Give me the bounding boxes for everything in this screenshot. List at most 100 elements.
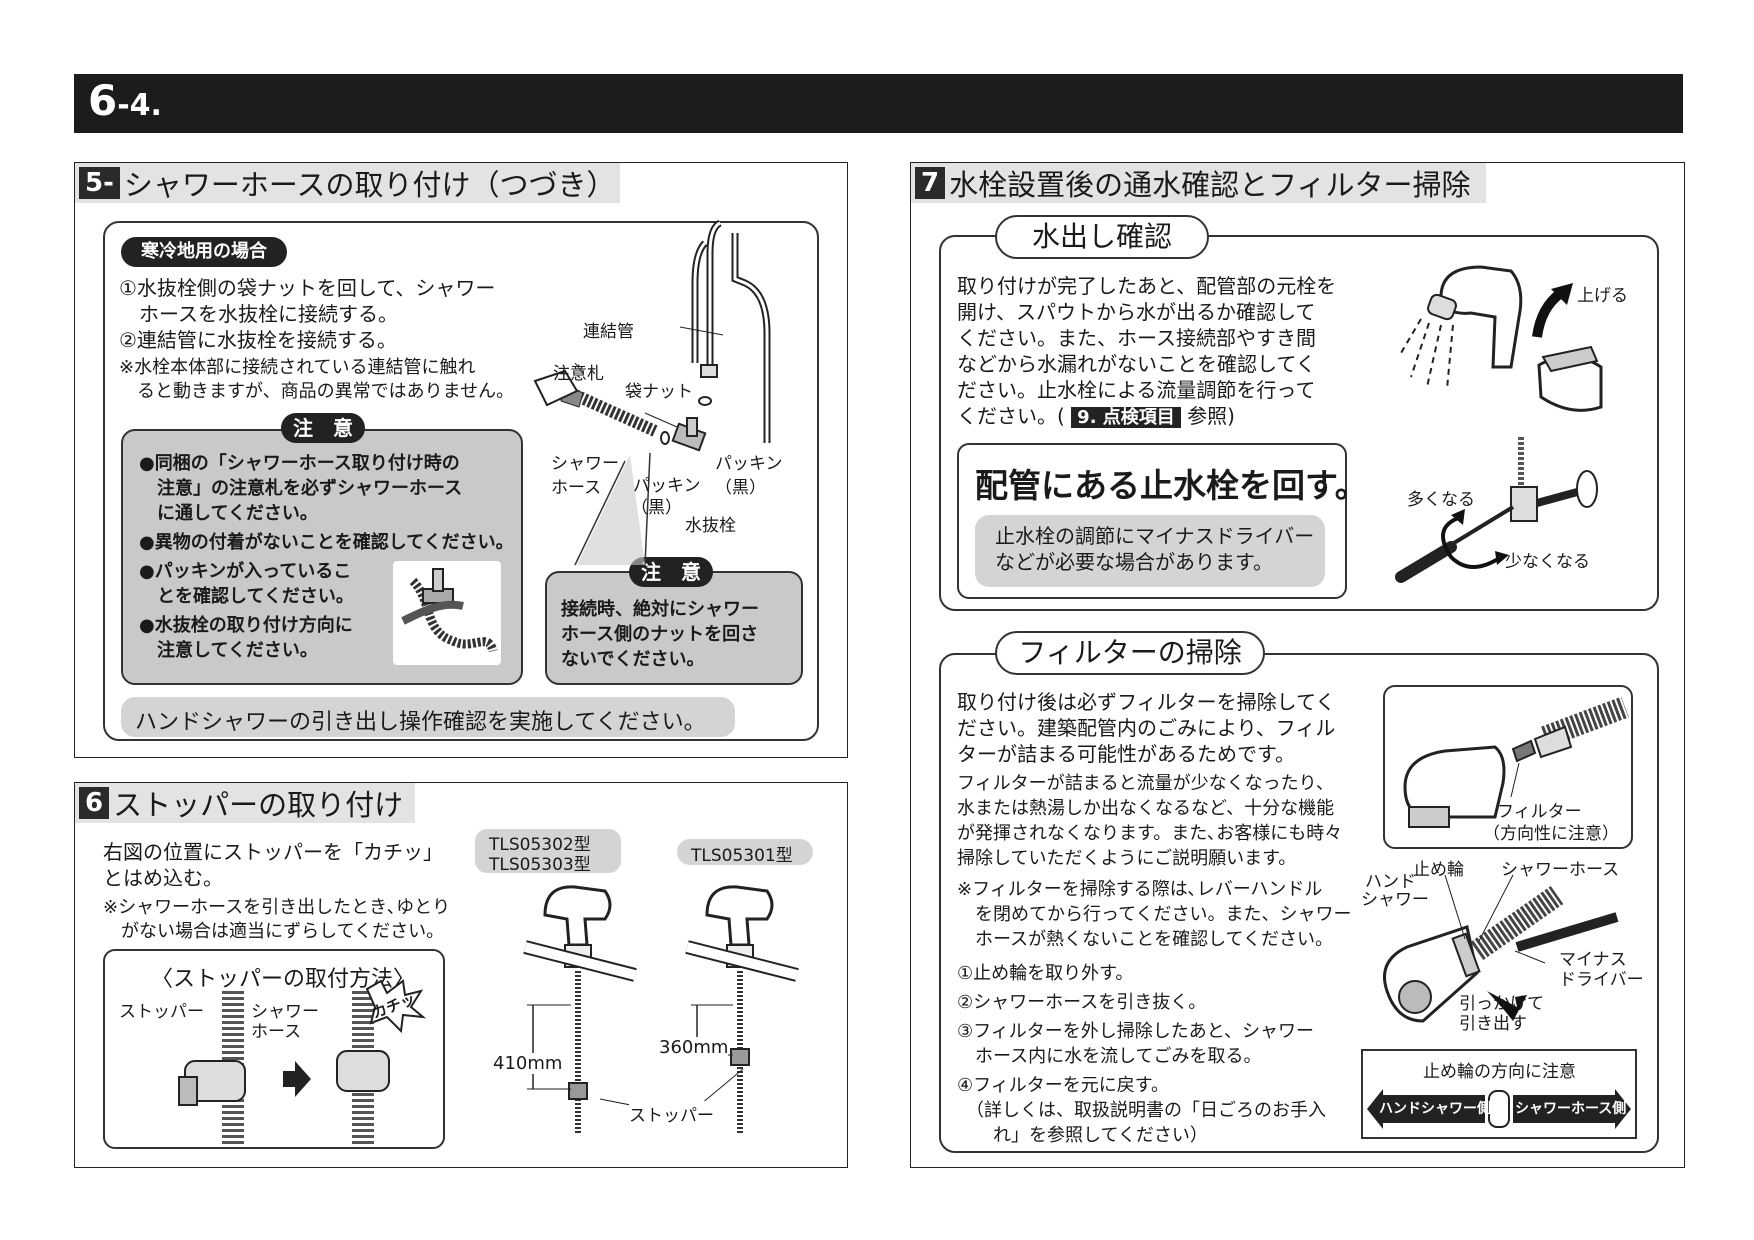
stopper-method-box: 〈ストッパーの取付方法〉 ストッパー シャワー ホース カチッ	[103, 949, 445, 1149]
filter-illustration	[1403, 696, 1629, 828]
caution-box: ●同梱の「シャワーホース取り付け時の 注意」の注意札を必ずシャワーホース に通し…	[121, 429, 523, 685]
section-number-5-2: 5-2	[79, 167, 120, 230]
packing-image	[401, 568, 498, 653]
caution2-line: ないでください。	[561, 649, 705, 670]
caution-line: とを確認してください。	[139, 586, 354, 607]
section-number-6: 6	[79, 787, 110, 819]
model-b: TLS05301型	[691, 846, 793, 866]
label-filter: フィルター	[1497, 802, 1582, 822]
label-ageru: 上げる	[1577, 286, 1628, 306]
filter-warning-line: が発揮されなくなります。また､お客様にも時々	[957, 823, 1343, 844]
label-renketsu: 連結管	[583, 322, 634, 342]
filter-warning-line: フィルターが詰まると流量が少なくなったり、	[957, 773, 1334, 794]
s6-note-1: ※シャワーホースを引き出したとき､ゆとり	[103, 897, 451, 918]
filter-step: ホース内に水を流してごみを取る。	[957, 1046, 1262, 1067]
panel-6: 6 ストッパーの取り付け 右図の位置にストッパーを「カチッ」 とはめ込む。 ※シ…	[74, 782, 848, 1168]
label-packing-2: パッキン	[715, 454, 783, 474]
caution-box-text: ●同梱の「シャワーホース取り付け時の 注意」の注意札を必ずシャワーホース に通し…	[139, 451, 514, 663]
bottom-note-pill: ハンドシャワーの引き出し操作確認を実施してください。	[121, 697, 735, 737]
water-line-6: ください。( 9. 点検項目 参照)	[957, 403, 1235, 431]
label-packing-1: パッキン	[633, 476, 701, 496]
filter-note-line: を閉めてから行ってください。また、シャワー	[957, 904, 1352, 925]
filter-step: ④フィルターを元に戻す。	[957, 1075, 1169, 1096]
filter-warning-line: 水または熱湯しか出なくなるなど、十分な機能	[957, 798, 1335, 819]
stop-valve-box: 配管にある止水栓を回す。 止水栓の調節にマイナスドライバー などが必要な場合があ…	[957, 443, 1368, 599]
label-shower-hose-2: ホース	[551, 478, 602, 498]
direction-hand-shower: ハンドシャワー側	[1379, 1101, 1491, 1117]
caution-line: 注意してください。	[139, 640, 318, 661]
filter-warning-line: 掃除していただくようにご説明願います。	[957, 848, 1297, 869]
filter-step: （詳しくは、取扱説明書の「日ごろのお手入	[957, 1100, 1326, 1121]
caution-line: ●異物の付着がないことを確認してください。	[139, 532, 514, 553]
water-line-6-pre: ください。(	[957, 404, 1065, 428]
faucet-lever-illustration	[1400, 265, 1603, 412]
section-number: 6-4.	[88, 76, 162, 125]
direction-arrows	[1367, 1089, 1631, 1129]
label-hand-shower-1: ハンド	[1365, 872, 1416, 892]
label-chuifuda: 注意札	[553, 364, 604, 384]
filter-note: ※フィルターを掃除する際は､レバーハンドル を閉めてから行ってください。また、シ…	[957, 877, 1352, 952]
caution2-line: 接続時、絶対にシャワー	[561, 599, 759, 620]
bottom-note: ハンドシャワーの引き出し操作確認を実施してください。	[135, 710, 706, 735]
label-stopper: ストッパー	[119, 1002, 204, 1022]
cold-line-1: ①水抜栓側の袋ナットを回して、シャワー	[119, 276, 496, 300]
label-minus-1: マイナス	[1559, 950, 1627, 970]
label-filter-direction: （方向性に注意）	[1483, 824, 1619, 844]
water-check-title: 水出し確認	[995, 215, 1209, 259]
label-hand-shower-2: シャワー	[1361, 890, 1429, 910]
section-header-bar: 6-4.	[74, 74, 1683, 133]
panel-5-2: 5-2 シャワーホースの取り付け（つづき） 寒冷地用の場合 ①水抜栓側の袋ナット…	[74, 162, 848, 758]
model-tag-b: TLS05301型	[677, 839, 813, 866]
s6-line-1: 右図の位置にストッパーを「カチッ」	[103, 840, 443, 864]
filter-note-line: ※フィルターを掃除する際は､レバーハンドル	[957, 879, 1323, 900]
filter-note-line: ホースが熱くないことを確認してください。	[957, 929, 1334, 950]
drain-valve-diagram	[533, 219, 771, 566]
dimension-b: 360mm	[659, 1037, 729, 1058]
stop-valve-note-pill: 止水栓の調節にマイナスドライバー などが必要な場合があります。	[975, 515, 1325, 587]
section-heading-6: 6 ストッパーの取り付け	[75, 783, 415, 823]
caution-line: ●パッキンが入っているこ	[139, 561, 352, 582]
label-less: 少なくなる	[1505, 552, 1590, 572]
stop-valve-illustration	[1395, 437, 1598, 583]
section-heading-7: 7 水栓設置後の通水確認とフィルター掃除	[911, 163, 1486, 203]
s6-line-2: とはめ込む。	[103, 866, 223, 890]
section-number-7: 7	[915, 167, 946, 199]
water-line-2: 開け、スパウトから水が出るか確認して	[957, 300, 1316, 324]
model-a1: TLS05302型	[489, 835, 591, 855]
label-pull-1: 引っかけて	[1459, 994, 1544, 1014]
s6-note-2: がない場合は適当にずらしてください。	[103, 921, 445, 942]
caution2-line: ホース側のナットを回さ	[561, 624, 759, 645]
section-title-7: 水栓設置後の通水確認とフィルター掃除	[949, 168, 1471, 202]
filter-cleaning-title: フィルターの掃除	[995, 631, 1265, 675]
label-shower-hose-1: シャワー	[551, 454, 619, 474]
water-line-5: ださい。止水栓による流量調節を行って	[957, 378, 1316, 402]
cold-line-5: ると動きますが、商品の異常ではありません。	[119, 381, 515, 402]
label-mizunuki: 水抜栓	[685, 516, 736, 536]
cold-line-3: ②連結管に水抜栓を接続する。	[119, 328, 397, 352]
filter-steps: ①止め輪を取り外す。 ②シャワーホースを引き抜く。 ③フィルターを外し掃除したあ…	[957, 961, 1326, 1148]
caution-line: に通してください。	[139, 503, 318, 524]
packing-illustration	[393, 561, 501, 665]
direction-box: 止め輪の方向に注意 ハンドシャワー側 シャワーホース側	[1361, 1049, 1637, 1139]
filter-illustration-box: フィルター （方向性に注意）	[1383, 685, 1633, 849]
label-shower-hose-b: ホース	[251, 1022, 302, 1042]
inspection-ref-tag[interactable]: 9. 点検項目	[1071, 407, 1181, 428]
filter-step: ①止め輪を取り外す。	[957, 963, 1134, 984]
caution-title: 注 意	[281, 413, 365, 443]
label-packing-2-color: （黒）	[715, 478, 766, 498]
label-packing-1-color: （黒）	[631, 498, 682, 518]
filter-warning: フィルターが詰まると流量が少なくなったり、 水または熱湯しか出なくなるなど、十分…	[957, 771, 1342, 871]
direction-title: 止め輪の方向に注意	[1423, 1062, 1576, 1082]
cold-region-label: 寒冷地用の場合	[121, 237, 287, 267]
filter-step: ②シャワーホースを引き抜く。	[957, 992, 1207, 1013]
water-line-1: 取り付けが完了したあと、配管部の元栓を	[957, 274, 1337, 298]
cold-line-4: ※水栓本体部に接続されている連結管に触れ	[119, 357, 476, 378]
model-a2: TLS05303型	[489, 855, 591, 875]
label-shower-hose-a: シャワー	[251, 1002, 319, 1022]
stop-valve-note-2: などが必要な場合があります。	[995, 550, 1273, 574]
filter-intro: 取り付け後は必ずフィルターを掃除してく ださい。建築配管内のごみにより、フィル …	[957, 689, 1335, 767]
label-fukuro-nut: 袋ナット	[625, 382, 693, 402]
section-title-6: ストッパーの取り付け	[113, 788, 404, 822]
water-check-box: 取り付けが完了したあと、配管部の元栓を 開け、スパウトから水が出るか確認して く…	[939, 235, 1659, 611]
filter-step: れ」を参照してください）	[957, 1125, 1208, 1146]
